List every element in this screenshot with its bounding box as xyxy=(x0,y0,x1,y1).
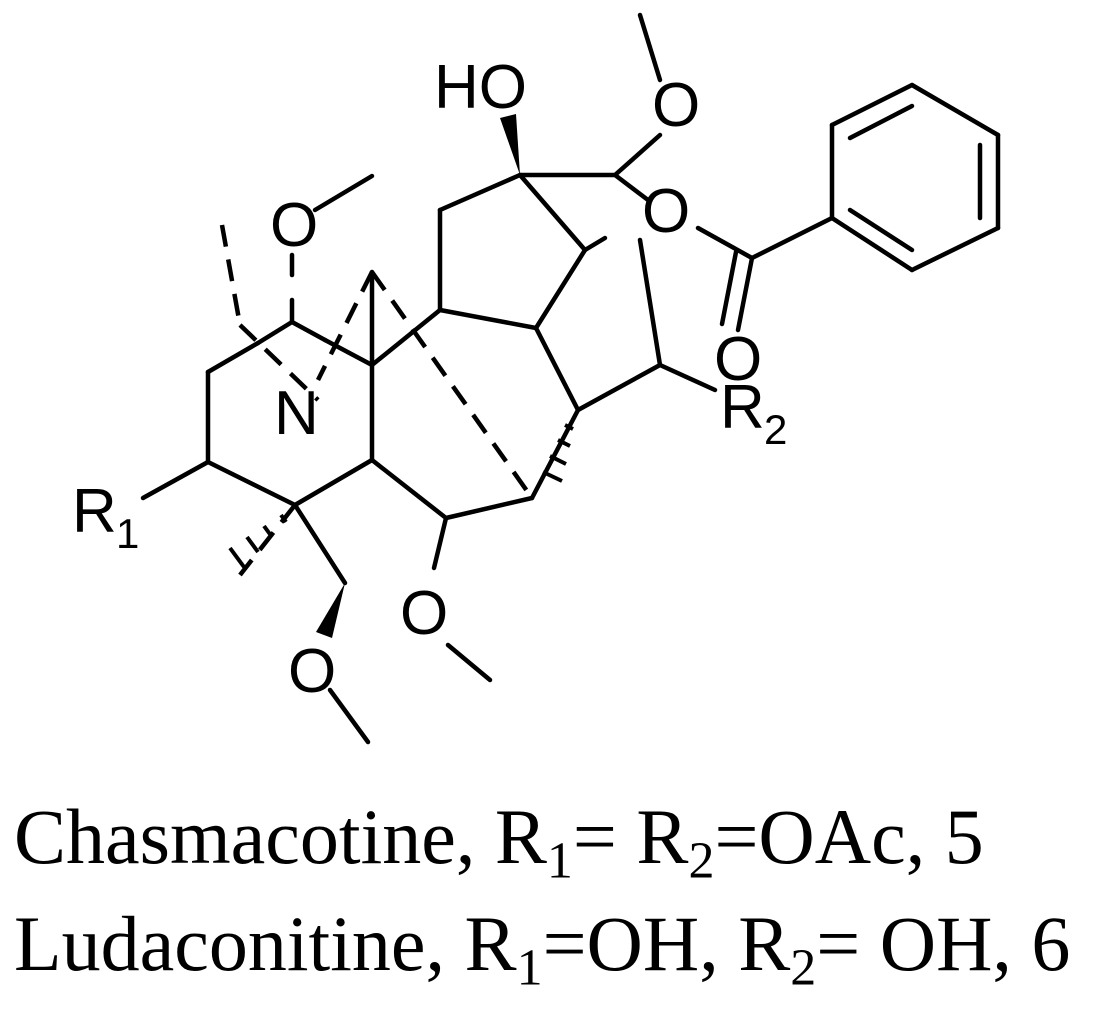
caption-r1: R xyxy=(494,793,547,880)
caption-compound-name: Ludaconitine, xyxy=(14,900,465,987)
hashed-wedges xyxy=(228,423,574,569)
caption-r2-subscript: 2 xyxy=(790,939,817,997)
atom-r2: R xyxy=(720,373,765,442)
bonds xyxy=(140,12,1001,745)
atom-o-top: O xyxy=(652,71,700,140)
caption-mid: = xyxy=(572,793,637,880)
caption-mid: =OH, xyxy=(542,900,739,987)
caption-r1: R xyxy=(464,900,517,987)
atom-o-methoxymethyl: O xyxy=(288,637,336,706)
atom-n: N xyxy=(274,379,319,448)
chemical-structure: HO O O O O N O O R 1 R 2 xyxy=(72,12,1001,745)
atom-o-carbonyl: O xyxy=(714,325,762,394)
caption-chasmacotine: Chasmacotine, R1= R2=OAc, 5 xyxy=(14,798,984,888)
atom-o-methoxy-left: O xyxy=(270,191,318,260)
atom-o-methoxy-bottom: O xyxy=(400,579,448,648)
caption-r1-subscript: 1 xyxy=(516,939,543,997)
atom-r2-subscript: 2 xyxy=(764,406,787,453)
caption-r2-subscript: 2 xyxy=(688,832,715,890)
dashed-bonds xyxy=(219,224,534,577)
atom-o-ester: O xyxy=(642,177,690,246)
atom-r1-subscript: 1 xyxy=(116,510,139,557)
caption-tail: =OAc, 5 xyxy=(714,793,984,880)
caption-r2: R xyxy=(636,793,689,880)
caption-r1-subscript: 1 xyxy=(546,832,573,890)
atom-ho: HO xyxy=(434,53,527,122)
atom-r1: R xyxy=(72,477,117,546)
solid-wedges xyxy=(316,114,520,638)
caption-ludaconitine: Ludaconitine, R1=OH, R2= OH, 6 xyxy=(14,905,1070,995)
caption-compound-name: Chasmacotine, xyxy=(14,793,495,880)
caption-r2: R xyxy=(738,900,791,987)
atom-labels: HO O O O O N O O R 1 R 2 xyxy=(72,53,787,706)
caption-tail: = OH, 6 xyxy=(816,900,1071,987)
